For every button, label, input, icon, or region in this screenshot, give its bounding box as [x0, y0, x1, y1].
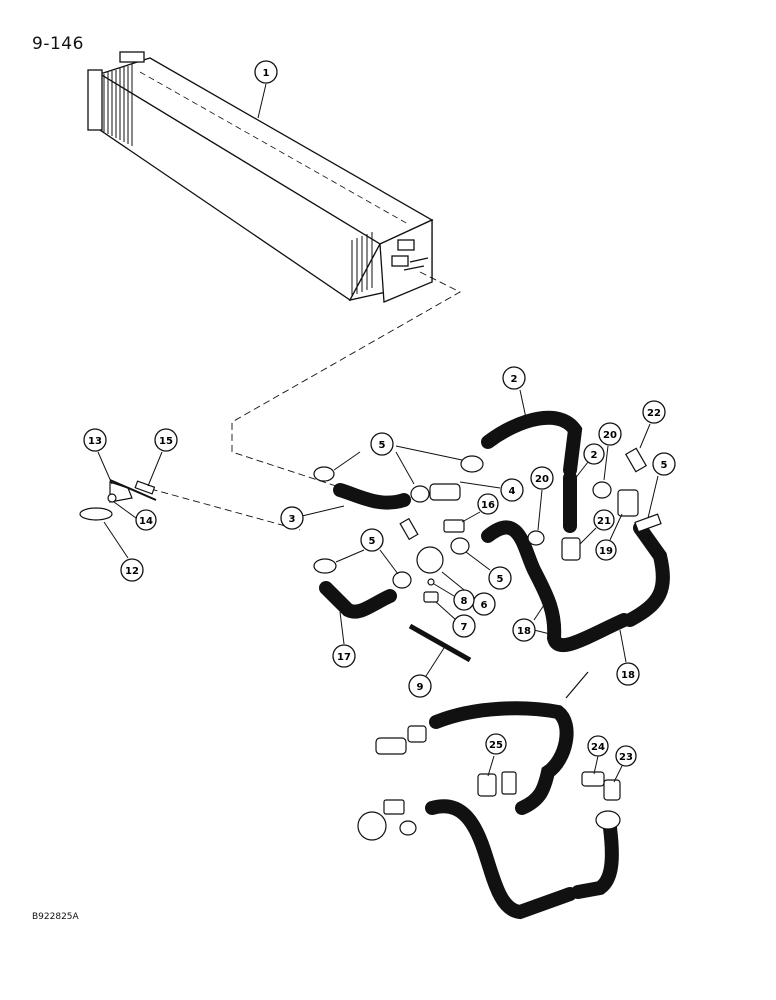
callout-20a-label: 20 — [603, 430, 617, 441]
clamps-and-fittings — [313, 447, 662, 663]
callout-2a-label: 2 — [511, 374, 518, 385]
callout-3: 3 — [280, 505, 345, 530]
callout-8: 8 — [433, 583, 475, 611]
callout-15-label: 15 — [159, 436, 173, 447]
callout-20b: 20 — [530, 466, 554, 531]
callout-20a: 20 — [598, 422, 622, 481]
callout-5a-label: 5 — [379, 440, 386, 451]
callout-1: 1 — [254, 60, 278, 119]
hose-17 — [319, 581, 397, 619]
callout-25: 25 — [485, 733, 507, 777]
hose-2 — [481, 410, 583, 533]
callout-21-label: 21 — [597, 516, 611, 527]
heater-core — [87, 51, 434, 303]
callout-5d: 5 — [465, 551, 512, 590]
callout-6-label: 6 — [481, 600, 488, 611]
callout-9: 9 — [408, 647, 445, 698]
callout-8-label: 8 — [461, 596, 468, 607]
cable-assembly — [79, 479, 157, 521]
hose-18 — [481, 520, 670, 653]
callout-22-label: 22 — [647, 408, 661, 419]
callout-16: 16 — [461, 493, 499, 523]
callout-5c: 5 — [335, 528, 399, 575]
callout-3-label: 3 — [289, 514, 296, 525]
callout-18b: 18 — [616, 629, 640, 686]
lower-fittings — [357, 725, 621, 841]
callout-23: 23 — [613, 745, 637, 783]
callout-18a: 18 — [512, 601, 551, 642]
callout-2b-label: 2 — [591, 450, 598, 461]
callout-13-label: 13 — [88, 436, 102, 447]
group-leader — [565, 671, 589, 699]
callout-2a: 2 — [502, 366, 527, 419]
callout-21: 21 — [579, 509, 615, 545]
callout-12: 12 — [103, 521, 144, 582]
callout-13: 13 — [83, 428, 113, 485]
callout-24-label: 24 — [591, 742, 605, 753]
callout-4-label: 4 — [509, 486, 516, 497]
callout-18b-label: 18 — [621, 670, 635, 681]
page-number: 9-146 — [32, 34, 84, 54]
callout-12-label: 12 — [125, 566, 139, 577]
callout-14-label: 14 — [139, 516, 153, 527]
drawing-code: B922825A — [32, 912, 79, 922]
callout-25-label: 25 — [489, 740, 503, 751]
callout-5b-label: 5 — [661, 460, 668, 471]
callout-5d-label: 5 — [497, 574, 504, 585]
hose-3 — [333, 483, 411, 510]
callout-17: 17 — [332, 611, 356, 668]
callout-19: 19 — [595, 513, 623, 561]
callout-1-label: 1 — [263, 68, 270, 79]
callout-9-label: 9 — [417, 682, 424, 693]
callout-4: 4 — [459, 478, 524, 502]
callout-20b-label: 20 — [535, 474, 549, 485]
callout-15: 15 — [147, 428, 178, 487]
lower-hose-group — [425, 701, 619, 920]
callout-16-label: 16 — [481, 500, 495, 511]
callout-18a-label: 18 — [517, 626, 531, 637]
callout-7: 7 — [435, 601, 476, 638]
callout-17-label: 17 — [337, 652, 351, 663]
assembly-lines — [139, 271, 461, 531]
callout-19-label: 19 — [599, 546, 613, 557]
callout-22: 22 — [639, 400, 666, 449]
callout-23-label: 23 — [619, 752, 633, 763]
callout-24: 24 — [587, 735, 609, 775]
callout-5c-label: 5 — [369, 536, 376, 547]
callout-5a: 5 — [333, 432, 463, 485]
callout-5b: 5 — [647, 452, 676, 519]
callout-2b: 2 — [573, 443, 605, 481]
callout-14: 14 — [113, 501, 157, 531]
callout-7-label: 7 — [461, 622, 468, 633]
